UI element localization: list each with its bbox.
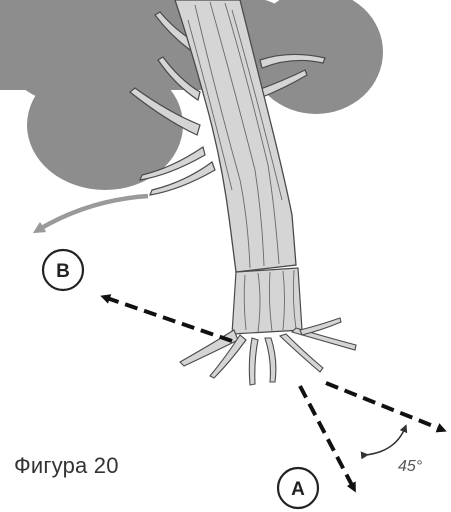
svg-text:A: A	[291, 479, 305, 500]
tree-stump	[232, 268, 302, 334]
escape-route-a2-arrow	[326, 383, 443, 430]
angle-label: 45°	[398, 458, 423, 475]
marker-a: A	[278, 468, 318, 508]
svg-text:B: B	[56, 261, 70, 282]
fall-direction-arrow	[38, 196, 148, 230]
figure-caption: Фигура 20	[14, 453, 119, 479]
angle-arc	[365, 428, 405, 455]
escape-route-b-arrow	[104, 297, 232, 341]
marker-b: B	[43, 250, 83, 290]
